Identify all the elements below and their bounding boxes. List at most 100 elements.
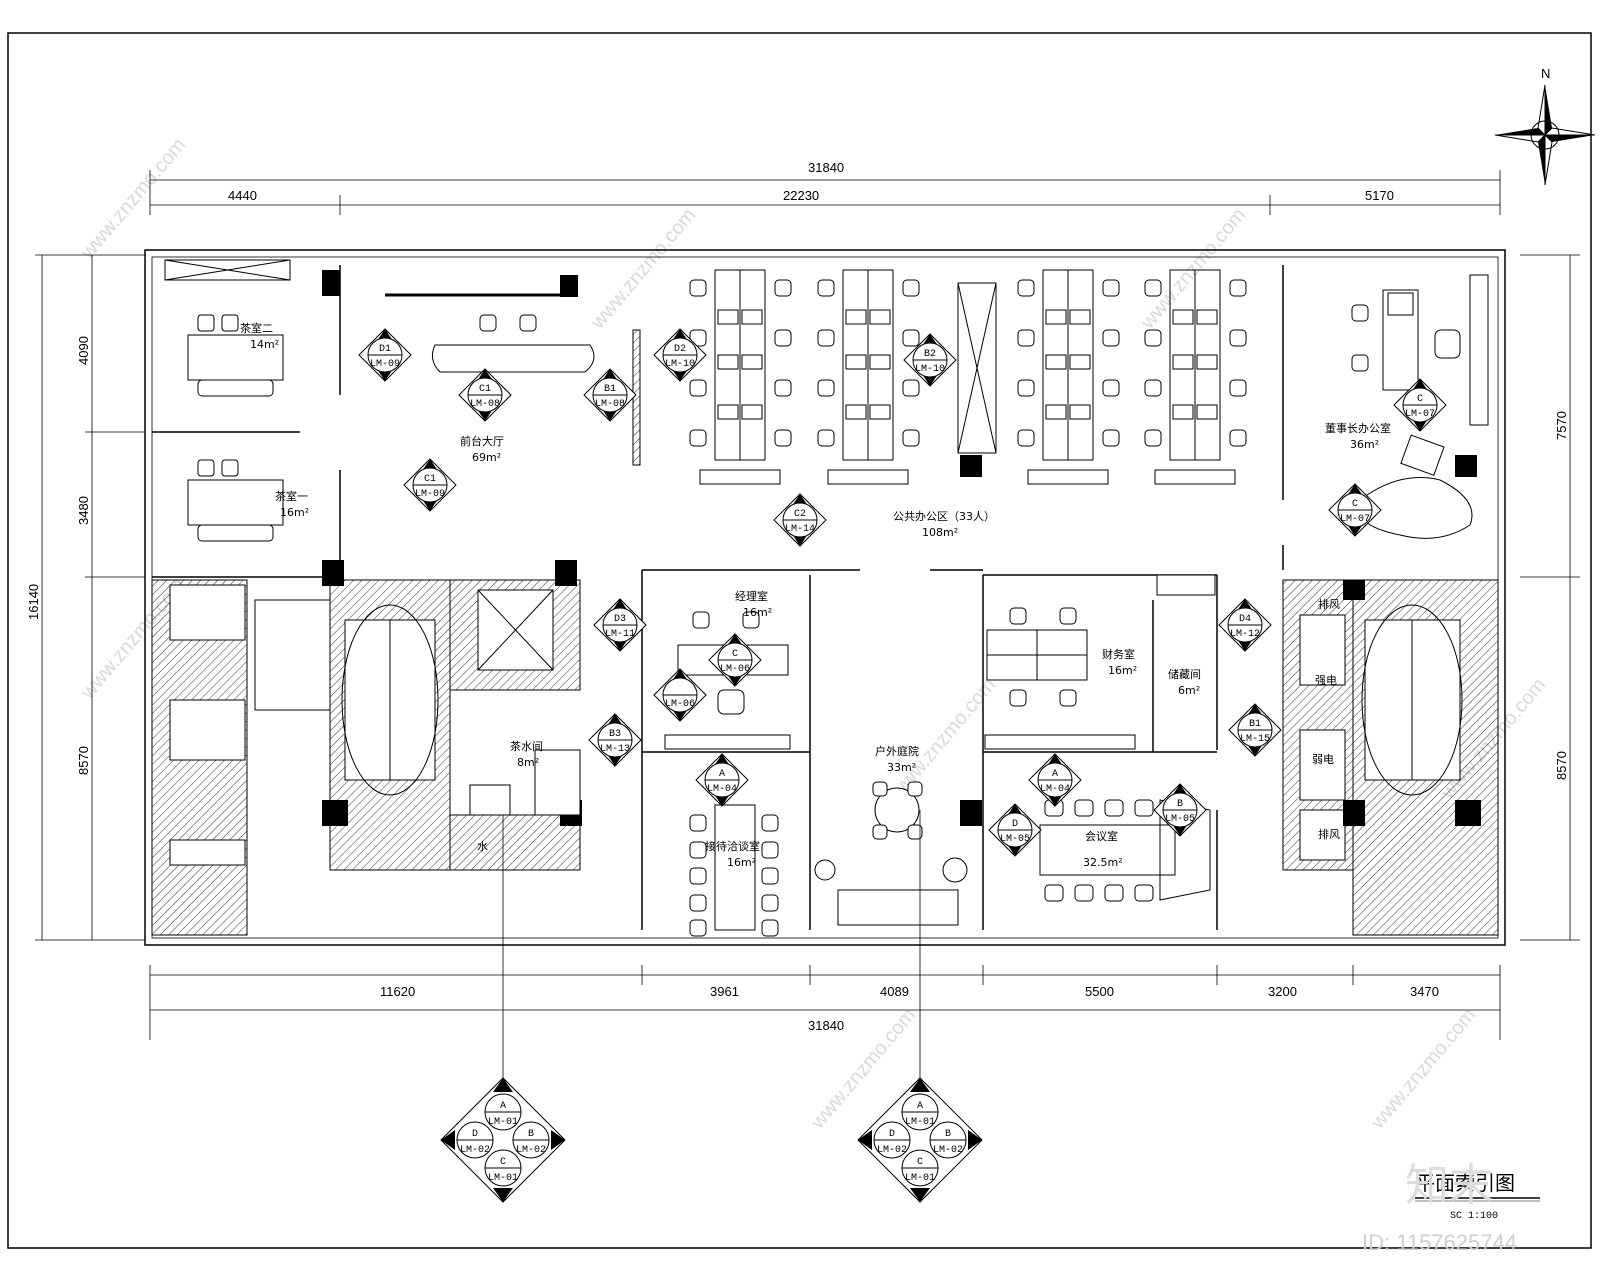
index-tag-code: LM-09 xyxy=(370,359,400,370)
watermark-2: www.znzmo.com xyxy=(586,204,700,334)
index-tag-letter: C1 xyxy=(479,384,491,395)
area-open-office: 108m² xyxy=(922,526,958,539)
index-tag-letter: C xyxy=(1352,499,1358,510)
index-tag-code: LM-10 xyxy=(915,364,945,375)
index-tag-code: LM-10 xyxy=(665,359,695,370)
index-tag-code: LM-15 xyxy=(1240,734,1270,745)
water-room-furniture xyxy=(469,749,581,816)
chair xyxy=(689,814,707,832)
dim-bottom-3: 4089 xyxy=(880,984,909,999)
index-tag-code: LM-09 xyxy=(415,489,445,500)
index-tag-code: LM-04 xyxy=(707,784,737,795)
label-open-office: 公共办公区（33人） xyxy=(893,510,995,523)
chair xyxy=(689,867,707,885)
site-logo: 知末 xyxy=(1405,1160,1493,1211)
elevation-letter: A xyxy=(917,1101,923,1112)
elevation-code: LM-02 xyxy=(933,1145,963,1156)
label-storage: 储藏间 xyxy=(1168,667,1201,681)
dim-bottom-2: 3961 xyxy=(710,984,739,999)
index-tag-code: LM-13 xyxy=(600,744,630,755)
elevation-letter: C xyxy=(500,1157,506,1168)
service-cores xyxy=(151,579,1499,936)
index-tag-code: LM-05 xyxy=(1165,814,1195,825)
elevation-code: LM-02 xyxy=(877,1145,907,1156)
area-lobby: 69m² xyxy=(472,451,501,464)
chair xyxy=(1044,884,1064,902)
label-courtyard: 户外庭院 xyxy=(875,744,919,758)
label-water-mark: 水 xyxy=(477,840,488,853)
index-tag-letter: B1 xyxy=(604,384,616,395)
workstation-cluster xyxy=(817,269,920,485)
dimension-lines xyxy=(35,170,1580,1040)
area-water-room: 8m² xyxy=(517,756,539,769)
chair xyxy=(761,919,779,937)
courtyard-furniture xyxy=(814,781,968,926)
index-tag-code: LM-14 xyxy=(785,524,815,535)
area-storage: 6m² xyxy=(1178,684,1200,697)
index-tag-letter: B2 xyxy=(924,349,936,360)
watermark-1: www.znzmo.com xyxy=(76,134,190,264)
index-tag-code: LM-06 xyxy=(720,664,750,675)
room-labels: 茶室二 14m² 茶室一 16m² 前台大厅 69m² 公共办公区（33人） 1… xyxy=(240,321,1391,869)
chair xyxy=(689,894,707,912)
index-tag: ALM-04 xyxy=(695,753,749,807)
index-tag-letter: C1 xyxy=(424,474,436,485)
dim-left-2: 3480 xyxy=(76,496,91,525)
label-manager-room: 经理室 xyxy=(735,589,768,603)
elevation-code: LM-02 xyxy=(460,1145,490,1156)
tea-room-furniture xyxy=(187,314,284,542)
stair-left xyxy=(341,604,439,796)
elevation-letter: D xyxy=(889,1129,895,1140)
index-tag: ALM-04 xyxy=(1028,753,1082,807)
drawing-scale: SC 1:100 xyxy=(1450,1211,1498,1222)
reception-desk xyxy=(385,293,641,466)
chair xyxy=(761,841,779,859)
chair xyxy=(1104,884,1124,902)
dim-right-1: 7570 xyxy=(1554,411,1569,440)
index-tag-letter: C2 xyxy=(794,509,806,520)
elevation-code: LM-01 xyxy=(905,1173,935,1184)
label-tea-room-1: 茶室一 xyxy=(275,489,308,503)
elevation-letter: D xyxy=(472,1129,478,1140)
office-partition xyxy=(957,282,997,454)
watermark-8: www.znzmo.com xyxy=(1366,1004,1480,1134)
dim-bottom-4: 5500 xyxy=(1085,984,1114,999)
chair xyxy=(1074,799,1094,817)
index-tag: C LM-07 xyxy=(1328,483,1382,537)
image-id: ID: 1157625744 xyxy=(1362,1230,1517,1255)
meeting-room-furniture xyxy=(1039,799,1211,902)
dim-bottom-total: 31840 xyxy=(808,1018,844,1033)
dim-bottom-1: 11620 xyxy=(380,984,415,999)
label-lobby: 前台大厅 xyxy=(460,434,504,448)
dim-left-1: 4090 xyxy=(76,336,91,365)
label-shaft-1: 排风 xyxy=(1318,597,1340,611)
chair xyxy=(1074,884,1094,902)
dim-top-3: 5170 xyxy=(1365,188,1394,203)
dim-bottom-6: 3470 xyxy=(1410,984,1439,999)
workstation-cluster xyxy=(1144,269,1247,485)
chair xyxy=(761,814,779,832)
chair xyxy=(761,894,779,912)
label-meeting-room: 会议室 xyxy=(1085,829,1118,843)
index-tag: CLM-07 xyxy=(1393,378,1447,432)
index-tag-code: LM-07 xyxy=(1340,514,1370,525)
dim-top-2: 22230 xyxy=(783,188,819,203)
label-shaft-2: 强电 xyxy=(1315,674,1337,687)
index-tags: D1LM-09C1LM-08B1LM-08D2LM-10B2LM-10C1LM-… xyxy=(358,328,1447,857)
index-tag-letter: B xyxy=(1177,799,1183,810)
dim-left-3: 8570 xyxy=(76,746,91,775)
elevation-letter: A xyxy=(500,1101,506,1112)
elevation-code: LM-02 xyxy=(516,1145,546,1156)
chair xyxy=(761,867,779,885)
